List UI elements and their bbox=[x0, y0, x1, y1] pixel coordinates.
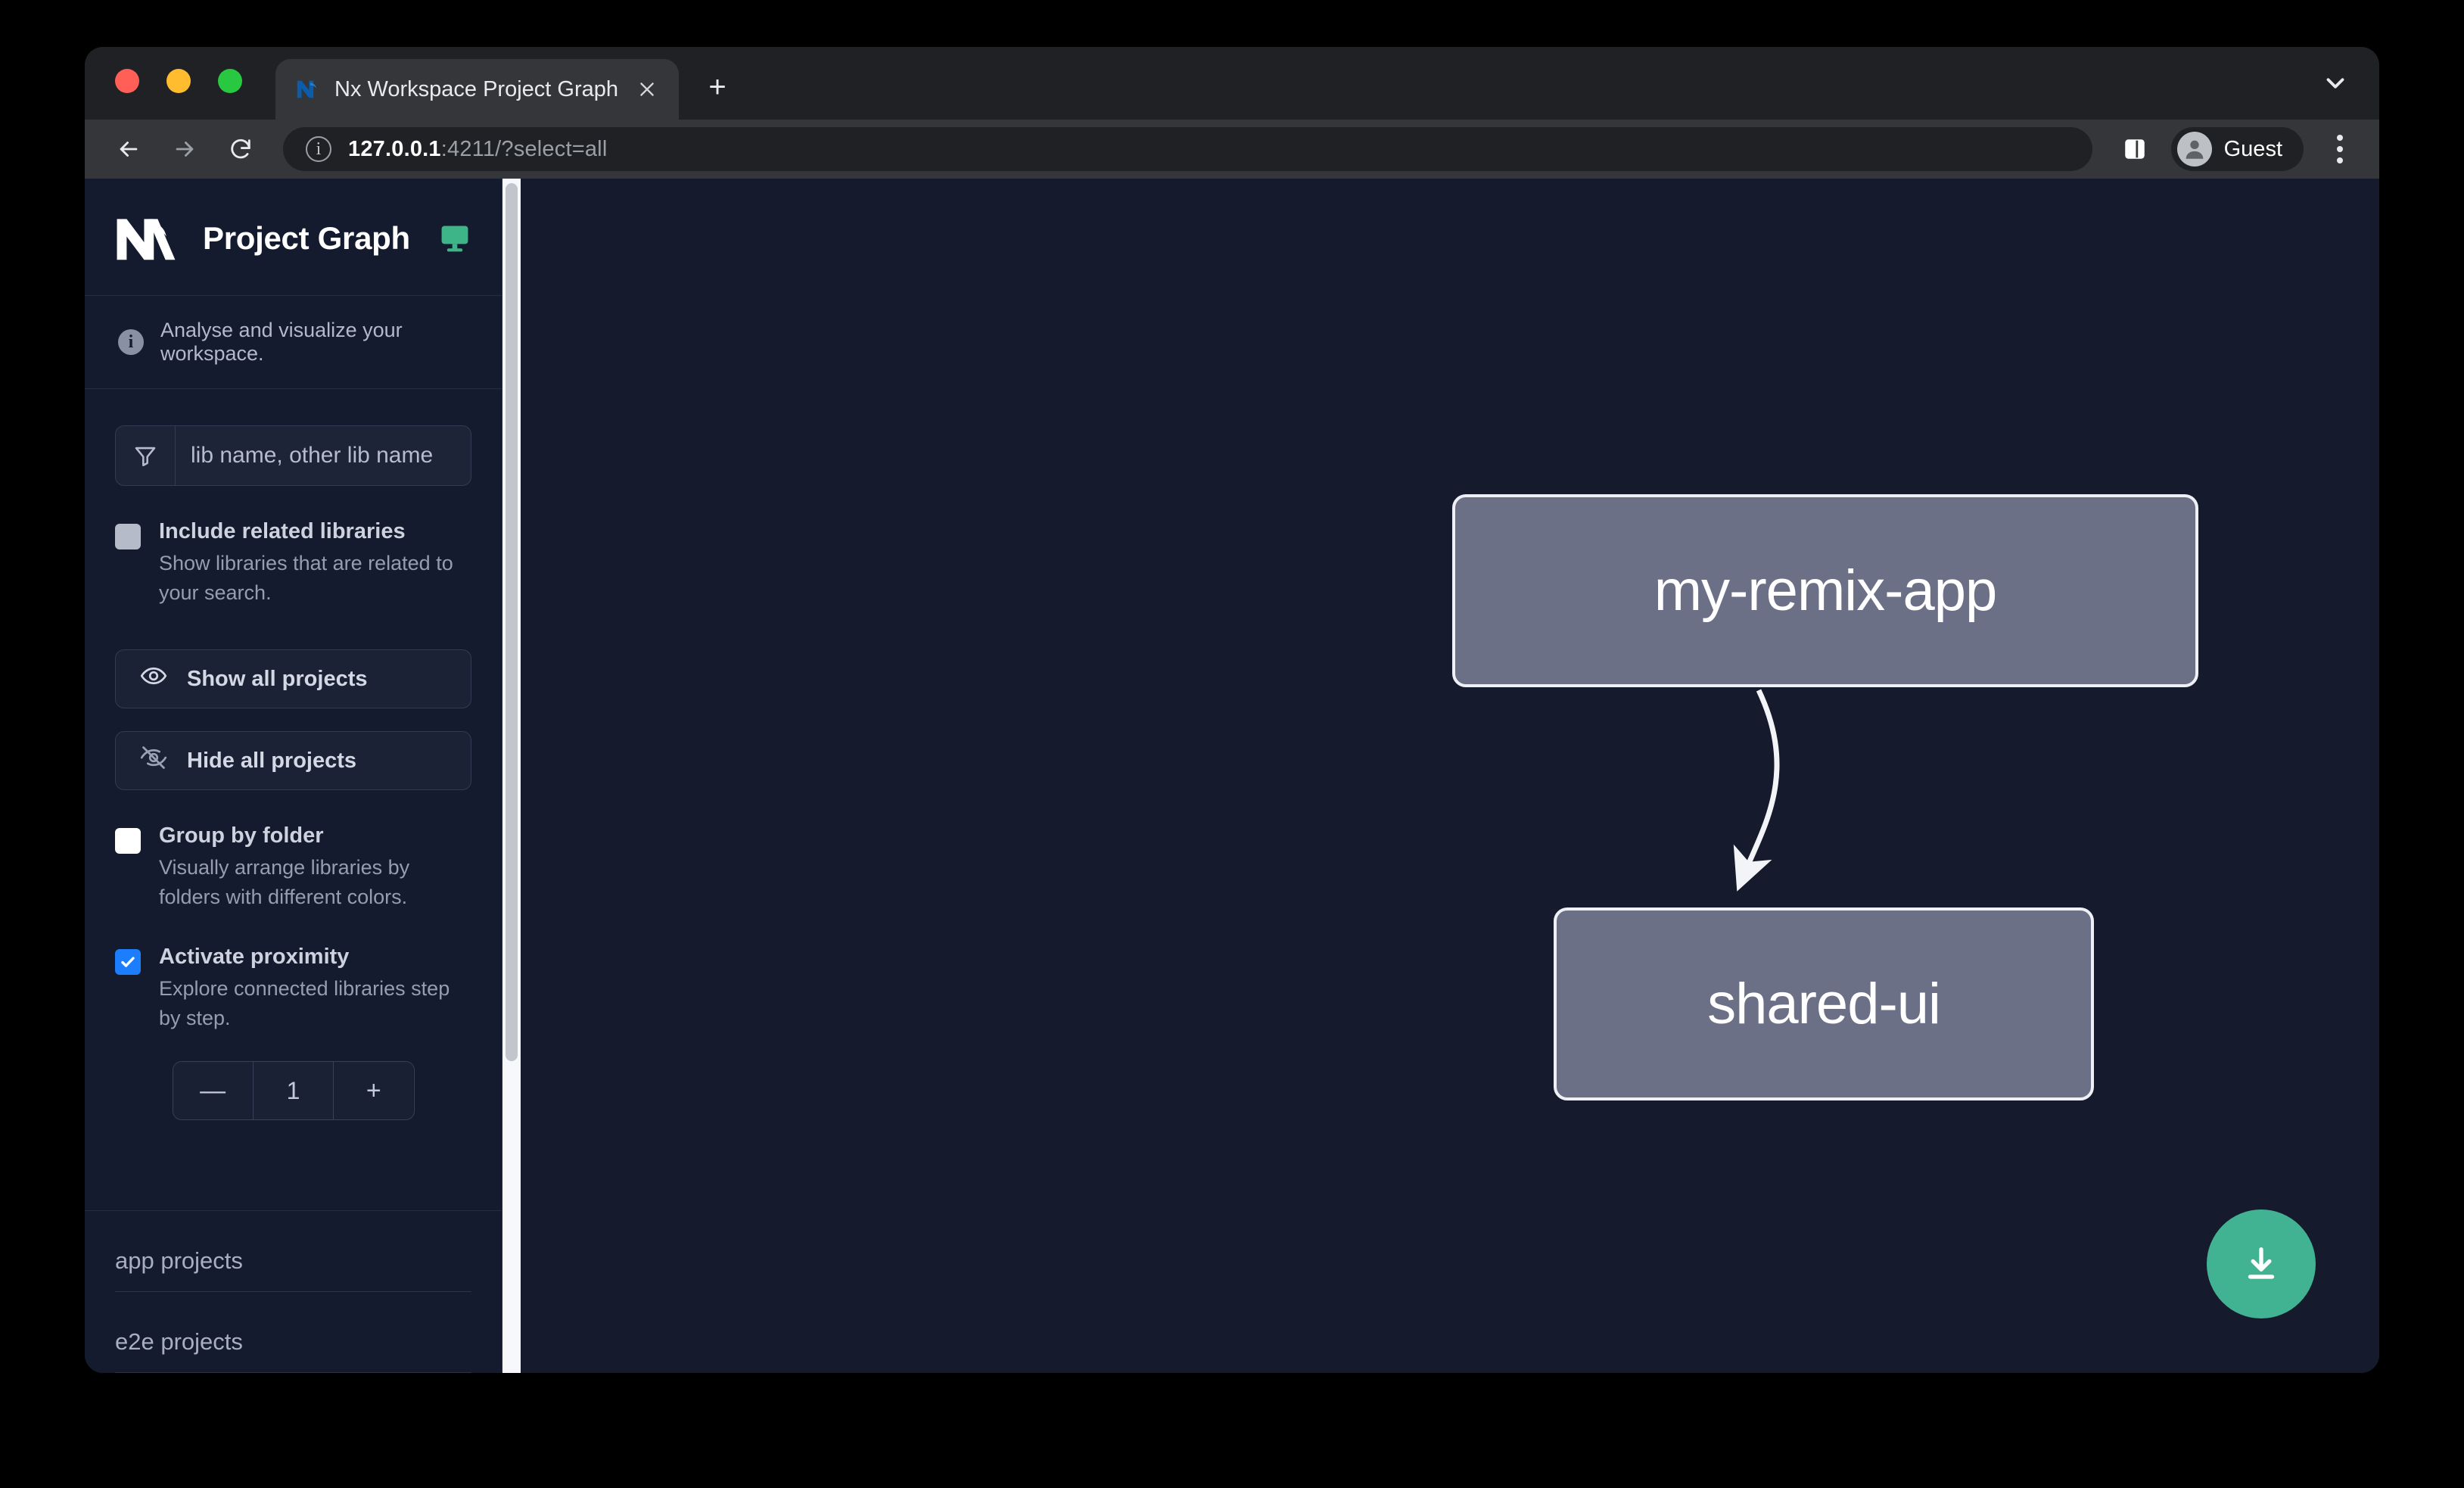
url-host: 127.0.0.1 bbox=[348, 136, 441, 161]
new-tab-button[interactable]: + bbox=[708, 70, 726, 104]
sidebar-project-sections: app projects e2e projects bbox=[85, 1210, 502, 1373]
sidebar-header: Project Graph bbox=[85, 179, 502, 295]
option-label: Activate proximity bbox=[159, 945, 350, 969]
browser-toolbar: i 127.0.0.1:4211/?select=all Guest bbox=[85, 120, 2379, 179]
node-label: my-remix-app bbox=[1654, 559, 1997, 623]
hide-all-projects-button[interactable]: Hide all projects bbox=[115, 731, 471, 790]
proximity-increment-button[interactable]: + bbox=[334, 1062, 414, 1119]
reload-icon[interactable] bbox=[218, 126, 263, 172]
filter-funnel-icon bbox=[116, 426, 175, 485]
back-arrow-icon[interactable] bbox=[106, 126, 151, 172]
sidebar-scrollbar[interactable] bbox=[502, 179, 521, 1373]
option-label: Group by folder bbox=[159, 823, 324, 848]
page-content: Project Graph i Analyse and visualize yo… bbox=[85, 179, 2379, 1373]
sidebar-info-text: Analyse and visualize your workspace. bbox=[160, 319, 403, 365]
graph-node-shared-ui[interactable]: shared-ui bbox=[1554, 907, 2094, 1100]
maximize-window-button[interactable] bbox=[218, 69, 242, 93]
tab-strip-actions bbox=[2317, 65, 2354, 101]
chevron-down-icon[interactable] bbox=[2317, 65, 2354, 101]
node-label: shared-ui bbox=[1707, 972, 1941, 1036]
sidebar-section-e2e-projects[interactable]: e2e projects bbox=[85, 1292, 502, 1373]
eye-slash-icon bbox=[140, 744, 167, 777]
app-projects-label: app projects bbox=[115, 1247, 471, 1292]
forward-arrow-icon[interactable] bbox=[162, 126, 207, 172]
nx-favicon-icon bbox=[295, 76, 321, 102]
proximity-decrement-button[interactable]: — bbox=[173, 1062, 253, 1119]
side-panel-icon[interactable] bbox=[2114, 128, 2156, 170]
person-avatar-icon bbox=[2176, 132, 2212, 167]
project-graph-canvas[interactable]: my-remix-app shared-ui bbox=[521, 179, 2379, 1373]
hide-all-projects-label: Hide all projects bbox=[187, 748, 357, 773]
show-all-projects-label: Show all projects bbox=[187, 666, 368, 691]
show-all-projects-button[interactable]: Show all projects bbox=[115, 649, 471, 708]
option-description: Show libraries that are related to your … bbox=[159, 552, 453, 604]
nx-logo-icon bbox=[115, 215, 177, 262]
tab-title: Nx Workspace Project Graph bbox=[334, 76, 618, 101]
proximity-stepper: — 1 + bbox=[172, 1061, 415, 1120]
option-activate-proximity[interactable]: Activate proximity Explore connected lib… bbox=[115, 945, 471, 1032]
info-icon[interactable]: i bbox=[306, 136, 331, 162]
scrollbar-thumb[interactable] bbox=[506, 183, 518, 1061]
minimize-window-button[interactable] bbox=[166, 69, 191, 93]
browser-window: Nx Workspace Project Graph + bbox=[85, 47, 2379, 1373]
option-description: Explore connected libraries step by step… bbox=[159, 977, 450, 1029]
page-title: Project Graph bbox=[203, 220, 410, 256]
profile-button[interactable]: Guest bbox=[2170, 127, 2304, 171]
browser-tab[interactable]: Nx Workspace Project Graph bbox=[275, 59, 679, 120]
sidebar-body: Include related libraries Show libraries… bbox=[85, 389, 502, 1168]
option-description: Visually arrange libraries by folders wi… bbox=[159, 856, 410, 908]
download-graph-button[interactable] bbox=[2207, 1209, 2316, 1318]
e2e-projects-label: e2e projects bbox=[115, 1328, 471, 1373]
close-window-button[interactable] bbox=[115, 69, 139, 93]
include-related-libraries-checkbox[interactable] bbox=[115, 524, 141, 549]
option-group-by-folder[interactable]: Group by folder Visually arrange librari… bbox=[115, 823, 471, 911]
eye-icon bbox=[140, 662, 167, 696]
search-input[interactable] bbox=[175, 426, 471, 485]
profile-name: Guest bbox=[2223, 136, 2282, 161]
sidebar-section-app-projects[interactable]: app projects bbox=[85, 1211, 502, 1292]
tab-strip: Nx Workspace Project Graph + bbox=[85, 47, 2379, 120]
download-icon bbox=[2248, 1247, 2275, 1279]
search-box[interactable] bbox=[115, 425, 471, 486]
graph-edges bbox=[1733, 689, 1780, 892]
monitor-icon[interactable] bbox=[438, 222, 471, 255]
window-controls bbox=[115, 47, 242, 120]
proximity-value: 1 bbox=[252, 1062, 334, 1119]
option-include-related-libraries[interactable]: Include related libraries Show libraries… bbox=[115, 519, 471, 607]
option-label: Include related libraries bbox=[159, 519, 406, 543]
close-icon[interactable] bbox=[632, 74, 662, 104]
url-text: 127.0.0.1:4211/?select=all bbox=[348, 137, 607, 162]
info-icon: i bbox=[118, 329, 144, 355]
group-by-folder-checkbox[interactable] bbox=[115, 828, 141, 854]
kebab-menu-icon[interactable] bbox=[2320, 128, 2360, 170]
activate-proximity-checkbox[interactable] bbox=[115, 949, 141, 975]
url-path: :4211/?select=all bbox=[440, 136, 608, 161]
sidebar-info-banner: i Analyse and visualize your workspace. bbox=[85, 295, 502, 389]
address-bar[interactable]: i 127.0.0.1:4211/?select=all bbox=[283, 127, 2092, 171]
sidebar: Project Graph i Analyse and visualize yo… bbox=[85, 179, 502, 1373]
graph-node-my-remix-app[interactable]: my-remix-app bbox=[1452, 494, 2198, 687]
